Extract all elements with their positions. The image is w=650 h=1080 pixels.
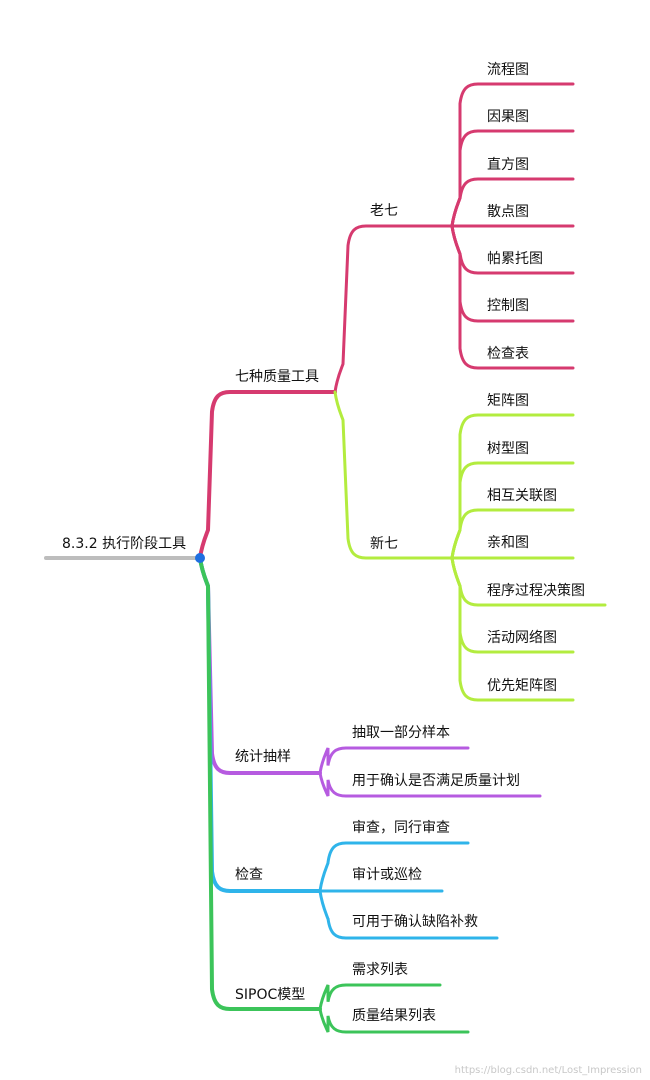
- connector-sipoc-leaf-1: [318, 1007, 470, 1034]
- leaf-scatter[interactable]: 散点图: [487, 204, 529, 220]
- connector-new-leaf-2: [450, 508, 575, 560]
- leaf-activity-network[interactable]: 活动网络图: [487, 630, 557, 646]
- connector-new-leaf-6: [450, 556, 575, 702]
- leaf-affinity[interactable]: 亲和图: [487, 535, 529, 551]
- topic-old-seven[interactable]: 老七: [370, 203, 398, 219]
- topic-sipoc[interactable]: SIPOC模型: [235, 987, 306, 1003]
- leaf-pareto[interactable]: 帕累托图: [487, 251, 543, 267]
- leaf-matrix[interactable]: 矩阵图: [487, 393, 529, 409]
- leaf-review[interactable]: 审查，同行审查: [352, 820, 450, 836]
- topic-new-seven[interactable]: 新七: [370, 536, 398, 552]
- watermark: https://blog.csdn.net/Lost_Impression: [454, 1065, 642, 1076]
- leaf-tree[interactable]: 树型图: [487, 441, 529, 457]
- connector-old-leaf-2: [450, 177, 575, 228]
- connector-inspection-leaf-0: [318, 841, 470, 893]
- leaf-prioritization-matrix[interactable]: 优先矩阵图: [487, 678, 557, 694]
- connector-old-seven: [333, 224, 454, 394]
- connector-quality-tools: [198, 390, 337, 560]
- leaf-audit[interactable]: 审计或巡检: [352, 867, 422, 883]
- leaf-cause-effect[interactable]: 因果图: [487, 109, 529, 125]
- connector-new-seven: [333, 390, 454, 560]
- connector-old-leaf-6: [450, 224, 575, 370]
- connector-inspection-leaf-2: [318, 889, 499, 940]
- leaf-control-chart[interactable]: 控制图: [487, 298, 529, 314]
- root-topic[interactable]: 8.3.2 执行阶段工具: [62, 536, 187, 552]
- leaf-requirements-list[interactable]: 需求列表: [352, 962, 408, 978]
- leaf-sample-part[interactable]: 抽取一部分样本: [352, 725, 450, 741]
- connector-sampling: [198, 556, 322, 775]
- connector-lines: [44, 82, 607, 1034]
- connector-sampling-leaf-0: [318, 746, 470, 775]
- topic-quality-tools[interactable]: 七种质量工具: [235, 369, 319, 385]
- leaf-flowchart[interactable]: 流程图: [487, 62, 529, 78]
- leaf-checksheet[interactable]: 检查表: [487, 346, 529, 362]
- leaf-pdpc[interactable]: 程序过程决策图: [487, 583, 585, 599]
- leaf-confirm-plan[interactable]: 用于确认是否满足质量计划: [352, 773, 520, 789]
- connector-sipoc-leaf-0: [318, 983, 442, 1011]
- leaf-histogram[interactable]: 直方图: [487, 157, 529, 173]
- connector-inspection: [198, 556, 322, 893]
- topic-statistical-sampling[interactable]: 统计抽样: [235, 749, 291, 765]
- leaf-defect-repair[interactable]: 可用于确认缺陷补救: [352, 914, 478, 930]
- leaf-quality-results-list[interactable]: 质量结果列表: [352, 1008, 436, 1024]
- topic-inspection[interactable]: 检查: [235, 867, 263, 883]
- root-junction-dot[interactable]: [195, 553, 205, 563]
- leaf-interrelationship[interactable]: 相互关联图: [487, 488, 557, 504]
- connector-sipoc: [198, 556, 322, 1011]
- connector-sampling-leaf-1: [318, 771, 542, 798]
